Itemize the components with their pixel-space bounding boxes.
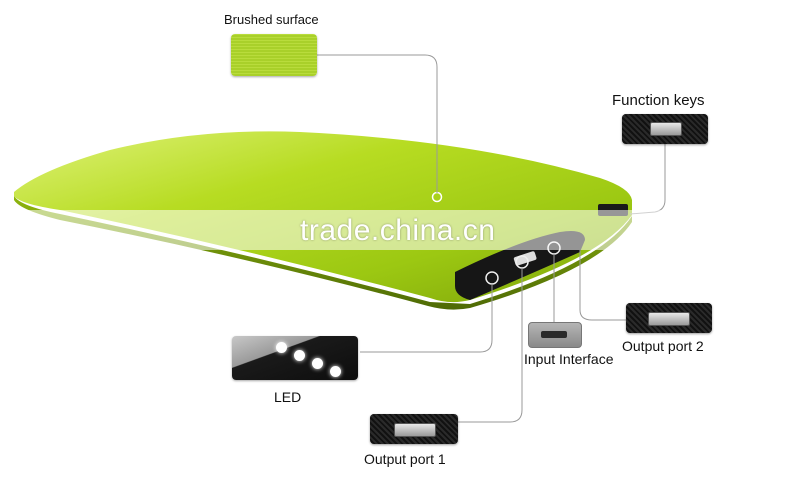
output-port-1-label: Output port 1 [364, 451, 446, 467]
leader-lines [317, 54, 666, 423]
led-thumbnail [232, 336, 358, 380]
brushed-surface-swatch [231, 34, 317, 76]
input-interface-thumbnail [528, 322, 582, 348]
function-keys-label: Function keys [612, 92, 705, 109]
led-light-icon [330, 366, 341, 377]
led-light-icon [294, 350, 305, 361]
output-port-2-thumbnail [626, 303, 712, 333]
input-interface-label: Input Interface [524, 351, 614, 367]
usb-port-icon [648, 312, 690, 326]
usb-port-icon [394, 423, 436, 437]
led-label: LED [274, 389, 302, 405]
watermark-band [0, 210, 800, 250]
output-port-1-thumbnail [370, 414, 458, 444]
function-keys-thumbnail [622, 114, 708, 144]
led-light-icon [312, 358, 323, 369]
watermark-text: trade.china.cn [300, 214, 496, 247]
function-key-button-icon [650, 122, 682, 136]
micro-usb-port-icon [541, 331, 567, 338]
brushed-surface-label: Brushed surface [224, 12, 319, 27]
led-light-icon [276, 342, 287, 353]
output-port-2-label: Output port 2 [622, 338, 704, 354]
